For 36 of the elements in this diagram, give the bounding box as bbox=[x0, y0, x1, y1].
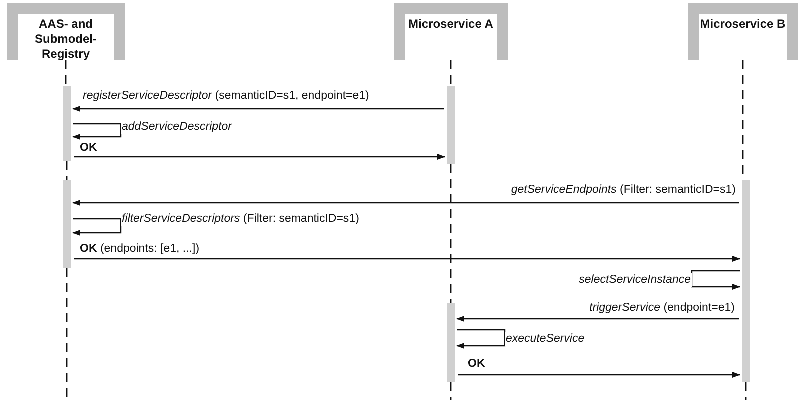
message-arrow bbox=[74, 154, 446, 160]
activation-bar bbox=[63, 180, 71, 268]
message-arrow bbox=[74, 256, 740, 262]
message-arrow bbox=[72, 106, 444, 112]
self-message-arrow bbox=[72, 123, 122, 140]
lifeline bbox=[450, 60, 452, 86]
lifeline bbox=[450, 382, 452, 400]
participant-header bbox=[688, 3, 798, 60]
lifeline bbox=[65, 60, 67, 86]
lifeline bbox=[745, 382, 747, 400]
message-label: executeService bbox=[505, 332, 586, 346]
message-label: filterServiceDescriptors (Filter: semanticID=s1) bbox=[121, 212, 360, 226]
participant-name: AAS- and Submodel-Registry bbox=[34, 17, 98, 62]
lifeline bbox=[450, 164, 452, 303]
participant-name: Microservice A bbox=[408, 17, 494, 32]
message-label: addServiceDescriptor bbox=[121, 120, 233, 134]
participant-header bbox=[394, 3, 508, 60]
self-message-arrow bbox=[456, 329, 506, 349]
participant-name: Microservice B bbox=[699, 17, 787, 32]
participant-header bbox=[7, 3, 125, 60]
message-label: registerServiceDescriptor (semanticID=s1, endpoint=e1) bbox=[82, 89, 370, 103]
activation-bar bbox=[447, 303, 455, 382]
activation-bar bbox=[447, 86, 455, 164]
activation-bar bbox=[742, 180, 750, 382]
lifeline bbox=[66, 161, 68, 180]
message-arrow bbox=[458, 372, 740, 378]
activation-bar bbox=[63, 86, 71, 161]
message-label: triggerService (endpoint=e1) bbox=[588, 301, 736, 315]
self-message-arrow bbox=[72, 218, 122, 236]
message-label: OK (endpoints: [e1, ...]) bbox=[79, 242, 201, 256]
message-arrow bbox=[72, 200, 739, 206]
message-label: getServiceEndpoints (Filter: semanticID=s1) bbox=[510, 183, 737, 197]
message-arrow bbox=[456, 316, 739, 322]
self-message-arrow bbox=[691, 270, 740, 290]
message-label: selectServiceInstance bbox=[578, 273, 692, 287]
lifeline bbox=[66, 268, 68, 400]
